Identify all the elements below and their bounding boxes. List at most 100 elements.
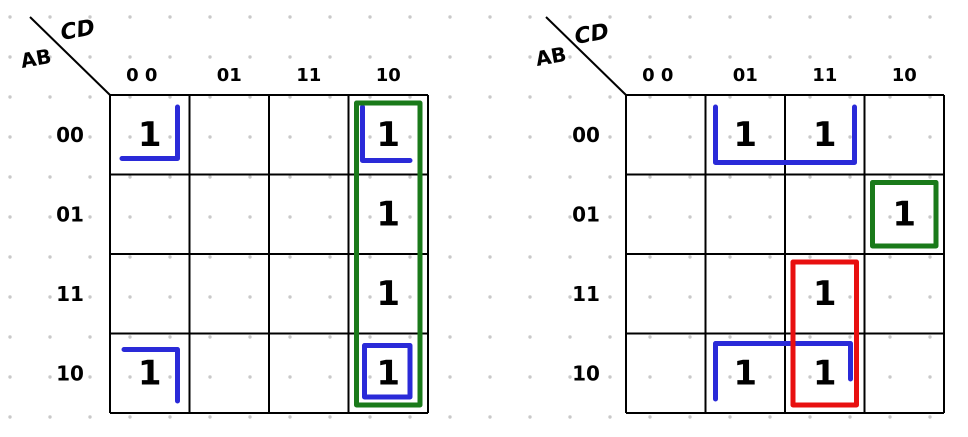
paper-dot <box>408 335 412 339</box>
paper-dot <box>8 295 12 299</box>
group-loop <box>362 343 413 400</box>
paper-dot <box>688 135 692 139</box>
group-loop <box>790 259 859 408</box>
paper-dot <box>448 295 452 299</box>
paper-dot <box>488 15 492 19</box>
paper-dot <box>888 335 892 339</box>
paper-dot <box>368 255 372 259</box>
paper-dot <box>888 55 892 59</box>
cell-value: 1 <box>376 194 400 234</box>
paper-dot <box>848 335 852 339</box>
paper-dot <box>408 135 412 139</box>
map-grid <box>109 94 429 414</box>
dot-grid-background <box>8 15 932 419</box>
paper-dot <box>128 95 132 99</box>
paper-dot <box>808 415 812 419</box>
paper-dot <box>808 175 812 179</box>
paper-dot <box>328 135 332 139</box>
paper-dot <box>608 95 612 99</box>
paper-dot <box>528 15 532 19</box>
paper-dot <box>888 255 892 259</box>
paper-dot <box>208 175 212 179</box>
paper-dot <box>88 135 92 139</box>
paper-dot <box>648 15 652 19</box>
row-variables-label: AB <box>19 44 53 73</box>
paper-dot <box>688 255 692 259</box>
paper-dot <box>208 55 212 59</box>
paper-dot <box>688 175 692 179</box>
paper-dot <box>288 375 292 379</box>
paper-dot <box>88 95 92 99</box>
paper-dot <box>448 95 452 99</box>
row-label: 01 <box>56 202 84 226</box>
paper-dot <box>408 415 412 419</box>
paper-dot <box>768 415 772 419</box>
paper-dot <box>888 15 892 19</box>
paper-dot <box>48 175 52 179</box>
paper-dot <box>928 15 932 19</box>
paper-dot <box>368 135 372 139</box>
paper-dot <box>248 215 252 219</box>
row-label: 01 <box>572 202 600 226</box>
paper-dot <box>888 135 892 139</box>
paper-dot <box>848 55 852 59</box>
paper-dot <box>248 375 252 379</box>
paper-dot <box>48 415 52 419</box>
group-loop <box>119 104 180 161</box>
paper-dot <box>328 255 332 259</box>
paper-dot <box>208 415 212 419</box>
paper-dot <box>48 135 52 139</box>
paper-dot <box>48 215 52 219</box>
paper-dot <box>48 335 52 339</box>
paper-dot <box>328 415 332 419</box>
paper-dot <box>648 215 652 219</box>
paper-dot <box>928 295 932 299</box>
paper-dot <box>288 295 292 299</box>
paper-dot <box>648 255 652 259</box>
row-variables-label: AB <box>534 42 568 71</box>
cell-value: 1 <box>733 115 757 155</box>
cell-value: 1 <box>813 353 837 393</box>
paper-dot <box>528 335 532 339</box>
paper-dot <box>488 335 492 339</box>
paper-dot <box>288 175 292 179</box>
paper-dot <box>608 215 612 219</box>
paper-dot <box>808 55 812 59</box>
column-label: 0 0 <box>642 65 673 86</box>
paper-dot <box>8 95 12 99</box>
paper-dot <box>208 335 212 339</box>
paper-dot <box>568 255 572 259</box>
paper-dot <box>728 175 732 179</box>
paper-dot <box>288 335 292 339</box>
paper-dot <box>648 335 652 339</box>
paper-dot <box>888 175 892 179</box>
paper-dot <box>728 335 732 339</box>
paper-dot <box>128 295 132 299</box>
column-label: 01 <box>733 65 758 86</box>
paper-dot <box>488 295 492 299</box>
cell-value: 1 <box>138 115 162 155</box>
paper-dot <box>328 215 332 219</box>
paper-dot <box>688 15 692 19</box>
paper-dot <box>48 95 52 99</box>
paper-dot <box>568 215 572 219</box>
cell-value: 1 <box>813 274 837 314</box>
column-label: 0 0 <box>126 65 157 86</box>
paper-dot <box>848 95 852 99</box>
paper-dot <box>248 135 252 139</box>
cell-value: 1 <box>813 115 837 155</box>
paper-dot <box>888 415 892 419</box>
paper-dot <box>648 415 652 419</box>
paper-dot <box>248 175 252 179</box>
paper-dot <box>248 295 252 299</box>
paper-dot <box>128 135 132 139</box>
cell-value: 1 <box>376 353 400 393</box>
paper-dot <box>88 335 92 339</box>
paper-dot <box>928 415 932 419</box>
paper-dot <box>728 135 732 139</box>
column-label: 10 <box>892 65 917 86</box>
paper-dot <box>248 55 252 59</box>
cell-value: 1 <box>376 274 400 314</box>
